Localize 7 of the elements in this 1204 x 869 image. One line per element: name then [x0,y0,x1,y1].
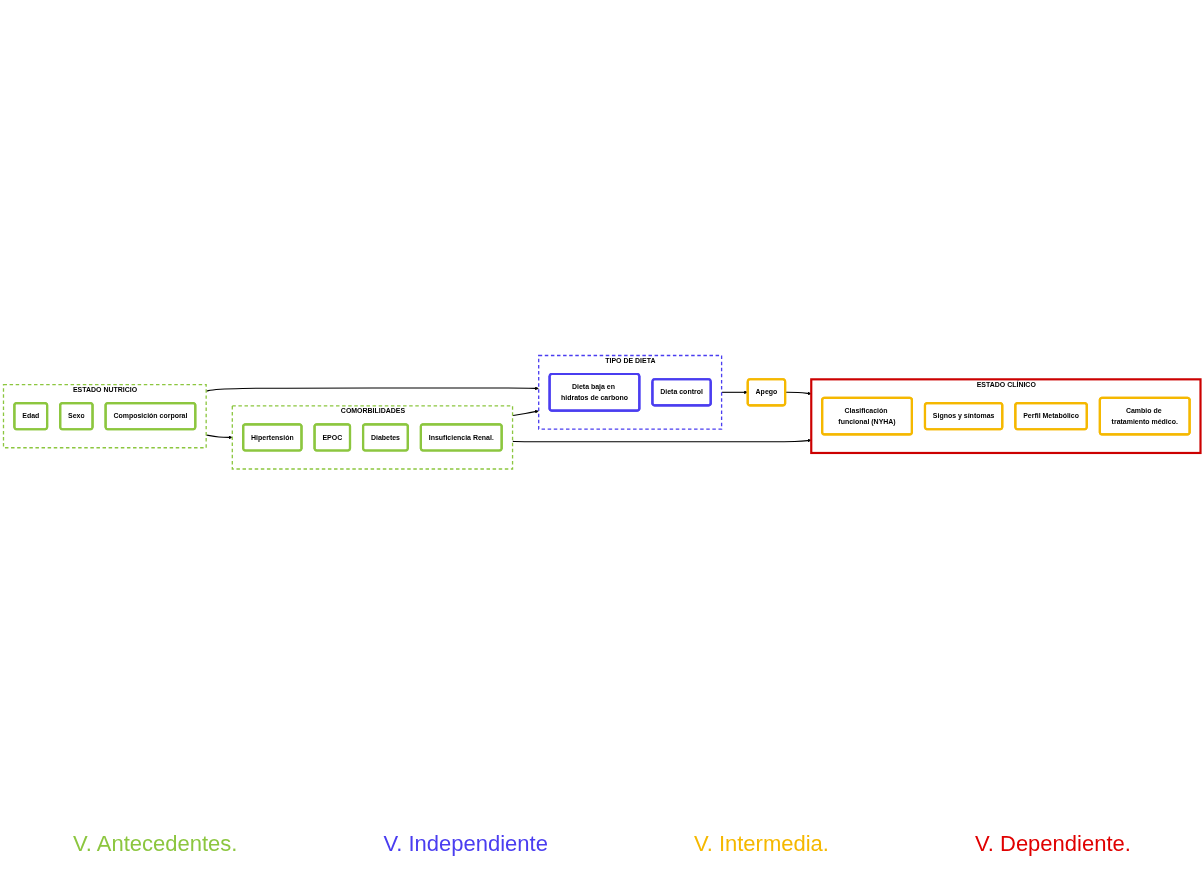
variable-caption: V. Intermedia. [694,831,829,857]
arrow [721,390,748,395]
arrow [512,438,812,443]
arrow [512,409,539,417]
variable-caption: V. Antecedentes. [73,831,238,857]
variable-caption: V. Dependiente. [975,831,1131,857]
variable-caption: V. Independiente [383,831,548,857]
